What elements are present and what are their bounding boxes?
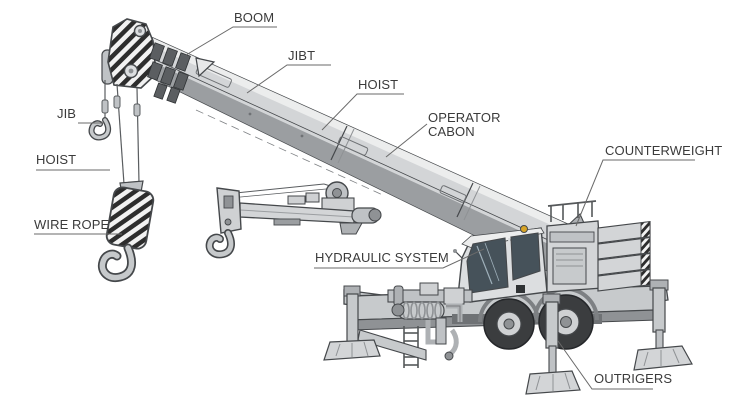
leader-line-jibt [246,64,331,94]
label-counterweight: COUNTERWEIGHT [605,143,723,158]
boom-illustration [139,37,586,279]
leader-line-hydraulic-system [314,248,485,269]
engine-body-illustration [546,200,603,293]
hydraulic-system-illustration [357,282,473,368]
leader-line-boom [185,26,277,56]
leader-line-hoist-top [321,93,404,131]
label-jib: JIB [57,106,77,121]
label-wire-rope: WIRE ROPE [34,217,110,232]
label-operator-cabin-line2: CABON [428,124,475,139]
stowed-jib-illustration [205,181,382,259]
label-jibt: JIBT [288,48,316,63]
label-outriggers: OUTRIGERS [594,371,673,386]
label-boom: BOOM [234,10,275,25]
leader-lines [34,26,695,390]
label-hydraulic-system: HYDRAULIC SYSTEM [315,250,449,265]
operator-cabin-illustration [453,225,548,303]
label-hoist-top: HOIST [358,77,399,92]
leader-line-operator-cabin [385,123,428,158]
wire-ropes-illustration [88,80,141,185]
hook-block-illustration [97,180,155,283]
label-hoist-left: HOIST [36,152,77,167]
leader-line-outriggers [557,340,653,390]
counterweight-illustration [597,220,651,292]
label-operator-cabin-line1: OPERATOR [428,110,501,125]
boom-head-illustration [101,18,216,104]
leader-line-counterweight [575,159,695,227]
label-operator-cabin: OPERATOR CABON [428,111,501,139]
crane-truck-illustration [323,200,693,395]
outriggers-illustration [323,279,693,395]
